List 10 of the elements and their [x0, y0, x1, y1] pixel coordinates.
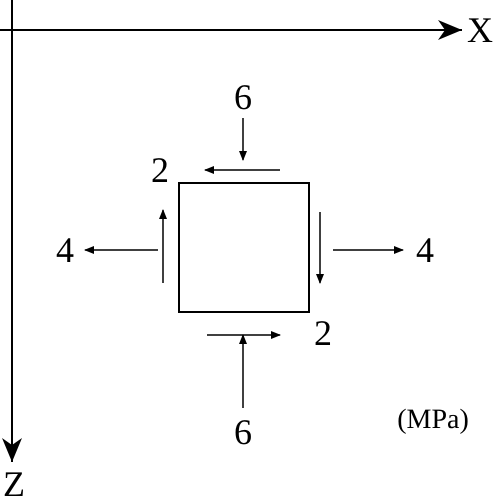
- stress-value: 6: [234, 414, 252, 450]
- stress-value: 4: [416, 232, 434, 268]
- stress-value: 2: [314, 315, 332, 351]
- unit-label: (MPa): [397, 406, 469, 434]
- stress-value: 4: [56, 232, 74, 268]
- stress-element-square: [178, 182, 310, 313]
- axis-label: Z: [3, 466, 25, 502]
- stress-value: 6: [234, 79, 252, 115]
- axis-label: X: [467, 12, 493, 48]
- stress-value: 2: [151, 152, 169, 188]
